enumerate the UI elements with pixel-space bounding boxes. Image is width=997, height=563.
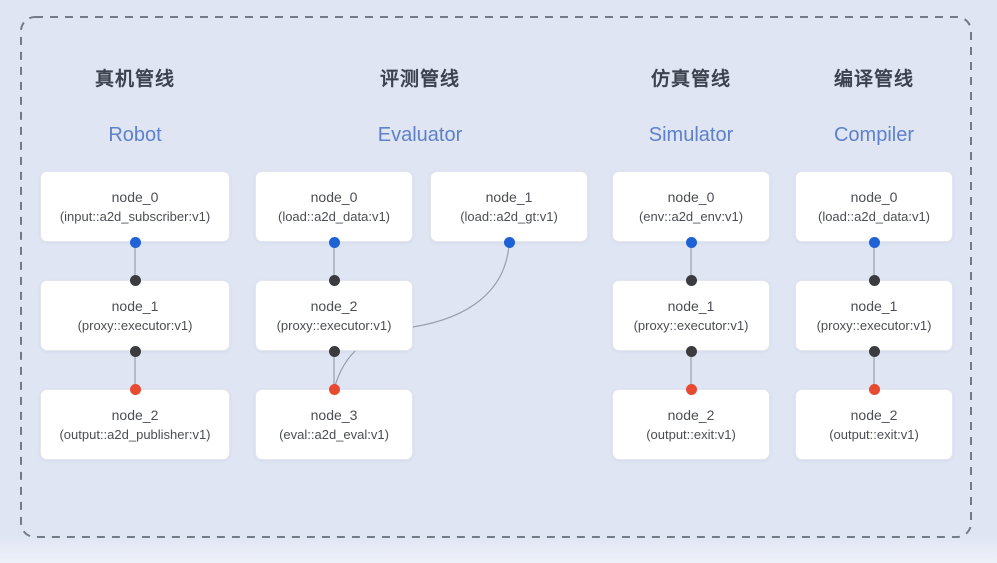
node-impl: (input::a2d_subscriber:v1)	[59, 208, 211, 224]
node-impl: (env::a2d_env:v1)	[638, 208, 744, 224]
dark-port-dot-compiler-node1-top	[868, 274, 880, 286]
node-name: node_0	[111, 188, 159, 205]
node-evaluator-0: node_0 (load::a2d_data:v1)	[255, 171, 413, 242]
node-simulator-0: node_0 (env::a2d_env:v1)	[612, 171, 770, 242]
node-robot-0: node_0 (input::a2d_subscriber:v1)	[40, 171, 230, 242]
pipeline-title-simulator: 仿真管线	[650, 69, 731, 90]
node-name: node_2	[111, 406, 159, 423]
edge-evaluator-node1-node3	[334, 244, 510, 387]
dark-port-dot-robot-node1-top	[129, 274, 141, 286]
pipeline-subtitle-robot: Robot	[108, 124, 162, 146]
node-impl: (proxy::executor:v1)	[77, 317, 193, 333]
node-simulator-1: node_1 (proxy::executor:v1)	[612, 280, 770, 351]
node-name: node_3	[310, 406, 358, 423]
node-compiler-1: node_1 (proxy::executor:v1)	[795, 280, 953, 351]
node-simulator-2: node_2 (output::exit:v1)	[612, 389, 770, 460]
pipeline-subtitle-compiler: Compiler	[833, 124, 915, 146]
node-impl: (proxy::executor:v1)	[633, 317, 749, 333]
blue-port-dot-robot-node0	[129, 236, 141, 248]
pipeline-title-robot: 真机管线	[94, 69, 175, 90]
blue-port-dot-compiler-node0	[868, 236, 880, 248]
node-impl: (output::a2d_publisher:v1)	[59, 426, 211, 442]
pipeline-subtitle-simulator: Simulator	[648, 124, 734, 146]
node-name: node_0	[850, 188, 898, 205]
node-robot-2: node_2 (output::a2d_publisher:v1)	[40, 389, 230, 460]
node-robot-1: node_1 (proxy::executor:v1)	[40, 280, 230, 351]
red-port-dot-robot-node2	[129, 383, 141, 395]
node-compiler-2: node_2 (output::exit:v1)	[795, 389, 953, 460]
node-impl: (load::a2d_data:v1)	[817, 208, 931, 224]
dark-port-dot-evaluator-node2-bottom	[328, 345, 340, 357]
pipeline-title-evaluator: 评测管线	[379, 69, 460, 90]
node-impl: (output::exit:v1)	[829, 426, 919, 442]
dark-port-dot-simulator-node1-top	[685, 274, 697, 286]
node-compiler-0: node_0 (load::a2d_data:v1)	[795, 171, 953, 242]
node-impl: (eval::a2d_eval:v1)	[279, 426, 389, 442]
dark-port-dot-robot-node1-bottom	[129, 345, 141, 357]
node-evaluator-2: node_2 (proxy::executor:v1)	[255, 280, 413, 351]
node-evaluator-3: node_3 (eval::a2d_eval:v1)	[255, 389, 413, 460]
red-port-dot-simulator-node2	[685, 383, 697, 395]
node-name: node_1	[667, 297, 715, 314]
blue-port-dot-evaluator-node1	[503, 236, 515, 248]
node-impl: (proxy::executor:v1)	[816, 317, 932, 333]
blue-port-dot-evaluator-node0	[328, 236, 340, 248]
red-port-dot-compiler-node2	[868, 383, 880, 395]
node-impl: (proxy::executor:v1)	[276, 317, 392, 333]
node-impl: (output::exit:v1)	[646, 426, 736, 442]
red-port-dot-evaluator-node3	[328, 383, 340, 395]
dark-port-dot-evaluator-node2-top	[328, 274, 340, 286]
node-name: node_2	[850, 406, 898, 423]
dark-port-dot-simulator-node1-bottom	[685, 345, 697, 357]
node-impl: (load::a2d_gt:v1)	[460, 208, 558, 224]
dashed-panel-border	[20, 16, 972, 538]
node-evaluator-1: node_1 (load::a2d_gt:v1)	[430, 171, 588, 242]
node-name: node_0	[667, 188, 715, 205]
pipeline-subtitle-evaluator: Evaluator	[377, 124, 463, 146]
node-name: node_1	[111, 297, 159, 314]
node-name: node_1	[850, 297, 898, 314]
node-impl: (load::a2d_data:v1)	[277, 208, 391, 224]
pipeline-title-compiler: 编译管线	[833, 69, 914, 90]
node-name: node_0	[310, 188, 358, 205]
node-name: node_1	[485, 188, 533, 205]
blue-port-dot-simulator-node0	[685, 236, 697, 248]
node-name: node_2	[310, 297, 358, 314]
dark-port-dot-compiler-node1-bottom	[868, 345, 880, 357]
node-name: node_2	[667, 406, 715, 423]
